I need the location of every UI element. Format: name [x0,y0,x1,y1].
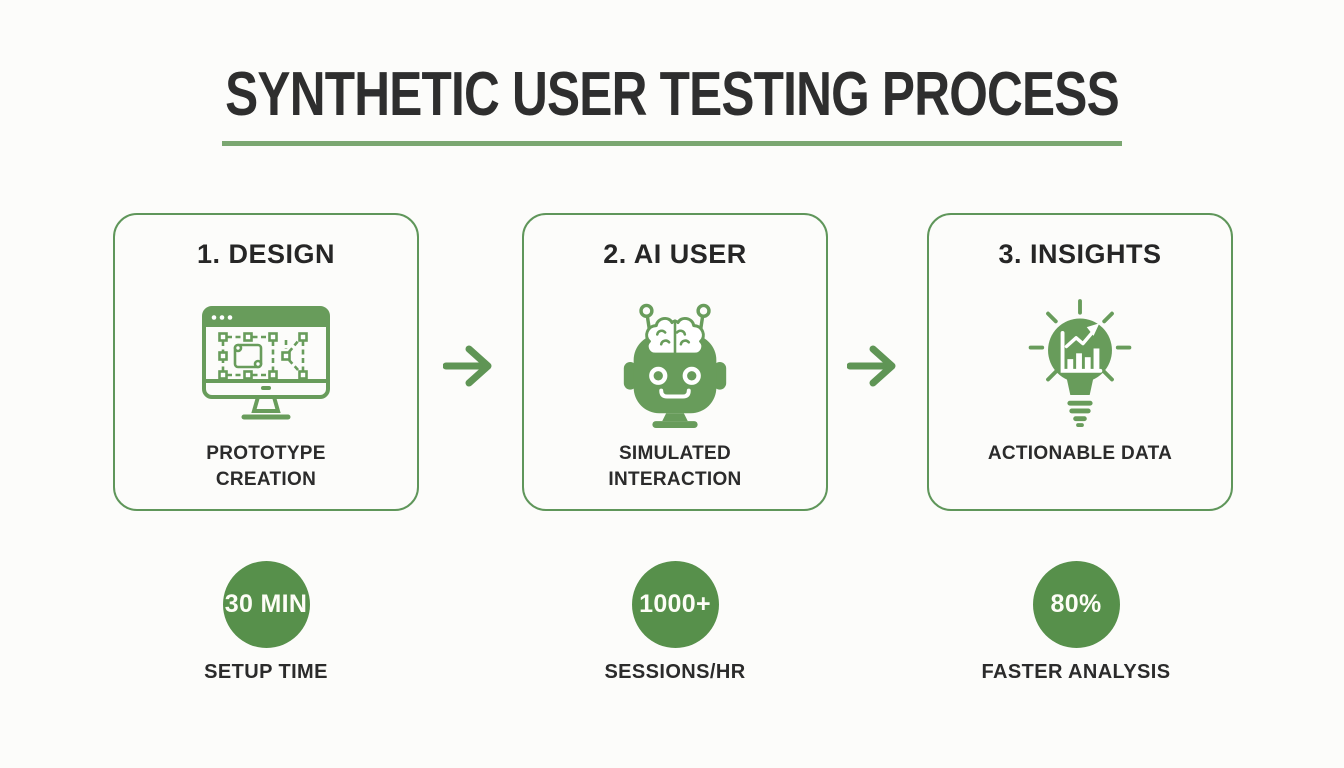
right-arrow-icon [847,345,896,387]
stat-label: SETUP TIME [204,661,328,683]
stat-circle: 80% [1032,561,1120,648]
stat-circle: 1000+ [631,561,719,648]
stat-circle: 30 MIN [222,561,310,648]
step-card-ai-user: 2. AI USER [522,213,828,511]
lightbulb-analytics-icon [1028,299,1132,427]
step-card-insights: 3. INSIGHTS [927,213,1233,511]
stat-value: 30 MIN [224,590,308,618]
robot-icon [623,303,727,428]
stat-faster-analysis: 80% FASTER ANALYSIS [926,561,1226,684]
right-arrow-icon [443,345,492,387]
title-underline [222,141,1122,146]
stat-sessions-per-hour: 1000+ SESSIONS/HR [525,561,825,684]
stat-label: SESSIONS/HR [604,661,746,683]
step-caption: ACTIONABLE DATA [987,443,1173,464]
monitor-prototype-icon [202,306,330,420]
step-title: 1. DESIGN [196,239,336,269]
page-title: SYNTHETIC USER TESTING PROCESS [225,60,1120,129]
step-caption: PROTOTYPE CREATION [206,443,326,490]
stat-setup-time: 30 MIN SETUP TIME [116,561,416,684]
step-card-design: 1. DESIGN [113,213,419,511]
step-title: 2. AI USER [603,239,747,269]
stat-label: FASTER ANALYSIS [981,661,1171,683]
stat-value: 80% [1050,590,1102,618]
stat-value: 1000+ [639,590,711,618]
step-title: 3. INSIGHTS [998,239,1162,269]
step-caption: SIMULATED INTERACTION [608,443,742,490]
